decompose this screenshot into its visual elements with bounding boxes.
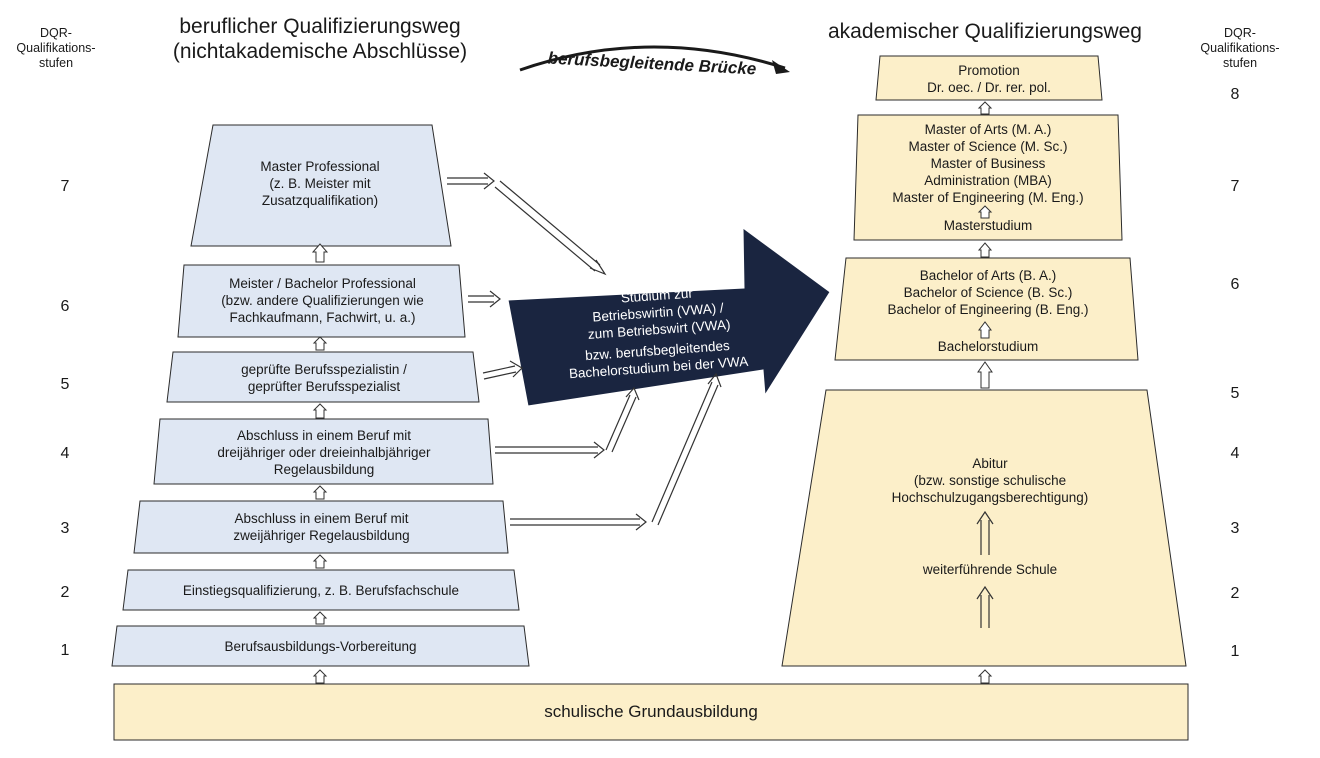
spezialist-text: geprüfte Berufsspezialistin / geprüfter … (241, 362, 407, 394)
center-arrow (507, 226, 831, 407)
up-arrow (977, 669, 993, 684)
spezialist-box (166, 351, 480, 403)
level-right-5: 5 (1230, 385, 1240, 402)
academic-title: akademischer Qualifizierungsweg (828, 20, 1142, 43)
abschluss2-text: Abschluss in einem Beruf mit zweijährige… (233, 511, 410, 543)
abitur-text: Abitur (bzw. sonstige schulische Hochsch… (891, 456, 1089, 505)
up-arrow (312, 669, 328, 684)
vocational-title: beruflicher Qualifizierungsweg (nichtaka… (172, 15, 468, 63)
abschluss3-box (153, 418, 494, 485)
einstieg-box (122, 569, 520, 611)
abschluss3-text: Abschluss in einem Beruf mit dreijährige… (217, 428, 431, 477)
level-right-2: 2 (1230, 585, 1240, 602)
level-left-6: 6 (60, 298, 70, 315)
meister-box (177, 264, 466, 338)
level-left-7: 7 (60, 178, 70, 195)
up-arrow (312, 485, 328, 500)
level-right-8: 8 (1230, 86, 1240, 103)
masterstudium-text: Masterstudium (943, 218, 1033, 233)
vorbereitung-box (111, 625, 530, 667)
up-arrow (977, 101, 993, 115)
vorbereitung-text: Berufsausbildungs-Vorbereitung (224, 639, 417, 654)
vertical-up-arrows (311, 101, 993, 684)
level-right-1: 1 (1230, 643, 1240, 660)
einstieg-text: Einstiegsqualifizierung, z. B. Berufsfac… (182, 583, 460, 598)
level-right-4: 4 (1230, 445, 1240, 462)
up-arrow (977, 205, 993, 219)
master-professional-box (190, 124, 452, 247)
level-left-2: 2 (60, 584, 70, 601)
base-box (113, 683, 1189, 741)
promotion-box (875, 55, 1103, 101)
up-arrow (312, 403, 328, 419)
bridge-arrows (447, 172, 722, 531)
level-left-1: 1 (60, 642, 70, 659)
weiterfuehrende-text: weiterführende Schule (922, 562, 1058, 577)
up-arrow (311, 243, 329, 263)
bridge-arrowhead (772, 60, 790, 74)
up-arrow (978, 321, 992, 339)
level-right-3: 3 (1230, 520, 1240, 537)
level-left-5: 5 (60, 376, 70, 393)
bridge-arc (519, 45, 786, 72)
up-arrow (312, 611, 328, 625)
dqr-header-right: DQR- Qualifikations- stufen (1200, 26, 1280, 70)
up-arrow (977, 242, 993, 258)
dqr-header-left: DQR- Qualifikations- stufen (16, 26, 96, 70)
master-professional-text: Master Professional (z. B. Meister mit Z… (260, 159, 380, 208)
master-degrees-text: Master of Arts (M. A.) Master of Science… (892, 122, 1084, 205)
master-degrees-box (853, 114, 1123, 241)
bachelorstudium-text: Bachelorstudium (937, 339, 1039, 354)
meister-text: Meister / Bachelor Professional (bzw. an… (221, 276, 424, 325)
promotion-text: Promotion Dr. oec. / Dr. rer. pol. (927, 63, 1051, 95)
level-right-6: 6 (1230, 276, 1240, 293)
abitur-box (781, 389, 1187, 667)
abitur-up-arrows (976, 510, 994, 628)
bachelor-degrees-text: Bachelor of Arts (B. A.) Bachelor of Sci… (887, 268, 1089, 317)
abschluss2-box (133, 500, 509, 554)
up-arrow (977, 361, 993, 389)
base-text: schulische Grundausbildung (544, 702, 758, 721)
up-arrow (312, 336, 328, 351)
bachelor-degrees-box (834, 257, 1139, 361)
level-left-4: 4 (60, 445, 70, 462)
up-arrow (312, 554, 328, 569)
level-right-7: 7 (1230, 178, 1240, 195)
level-left-3: 3 (60, 520, 70, 537)
